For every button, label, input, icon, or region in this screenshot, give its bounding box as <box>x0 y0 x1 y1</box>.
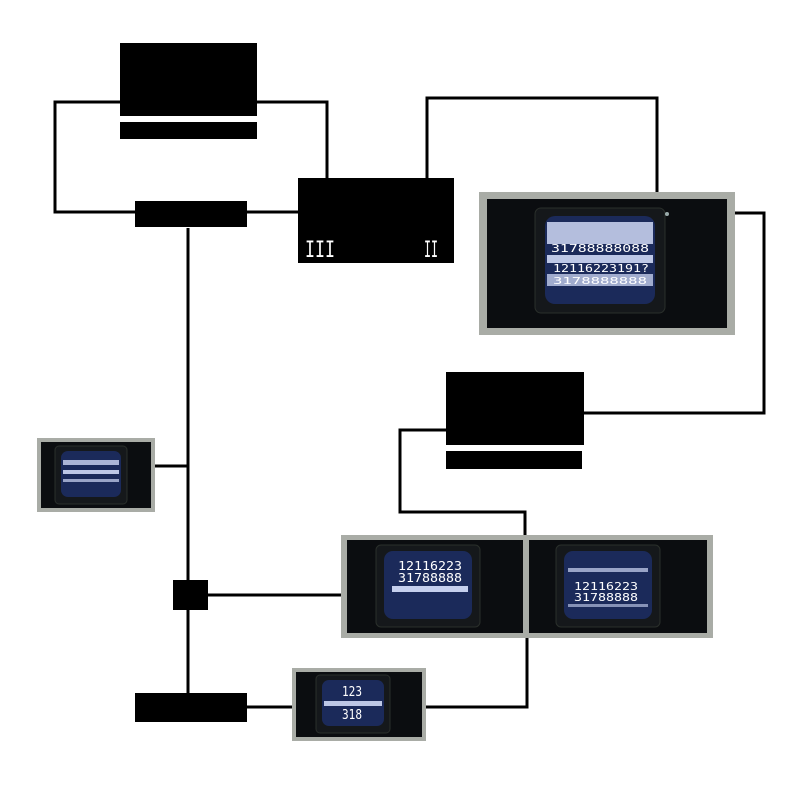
lower-device-base <box>446 451 582 469</box>
distribution-bar-bottom <box>135 693 247 722</box>
scan-band-top <box>568 568 648 572</box>
monitor-middle-left: 12116223 31788888 <box>347 540 523 633</box>
junction-box <box>173 580 208 610</box>
processor-mark-right: II <box>424 238 438 263</box>
processor-mark-left: III <box>305 238 335 263</box>
screen-text-line-1: 31788888088 <box>551 242 649 255</box>
scan-band-bottom <box>63 479 119 482</box>
top-device <box>120 43 257 139</box>
wire-bottom-monitor-to-middle-monitor <box>426 637 527 707</box>
wire-top-block-left-loop <box>55 102 135 212</box>
scan-band-bottom <box>568 604 648 607</box>
monitor-large-top-right: 31788888088 12116223191? 3178888888 <box>479 192 735 335</box>
monitor-small-left <box>37 438 155 512</box>
tv-indicator-light <box>665 212 669 216</box>
scan-band <box>324 701 382 706</box>
lower-device <box>446 372 584 469</box>
screen-text-line-2: 12116223191? <box>553 262 649 275</box>
lower-device-body <box>446 372 584 445</box>
processor-unit: III II <box>298 178 454 263</box>
screen-text-line-2: 31788888 <box>574 591 638 604</box>
screen-text-line-2: 31788888 <box>398 571 462 585</box>
screen-text-line-3: 3178888888 <box>553 276 647 287</box>
wire-top-block-to-processor <box>257 102 327 178</box>
scan-band <box>392 586 468 592</box>
monitor-bottom: 123 318 <box>292 668 426 741</box>
scan-band-top <box>63 460 119 465</box>
scan-band-middle <box>63 470 119 474</box>
screen-text-line-1: 123 <box>342 685 362 700</box>
monitor-middle-right: 12116223 31788888 <box>529 540 707 633</box>
wire-lower-block-to-middle-monitors <box>400 430 525 535</box>
top-device-base <box>120 122 257 139</box>
screen-text-line-2: 318 <box>342 708 362 723</box>
top-device-body <box>120 43 257 116</box>
wire-processor-to-large-monitor <box>427 98 657 192</box>
distribution-bar-top <box>135 201 247 227</box>
scan-band-top <box>547 222 653 244</box>
